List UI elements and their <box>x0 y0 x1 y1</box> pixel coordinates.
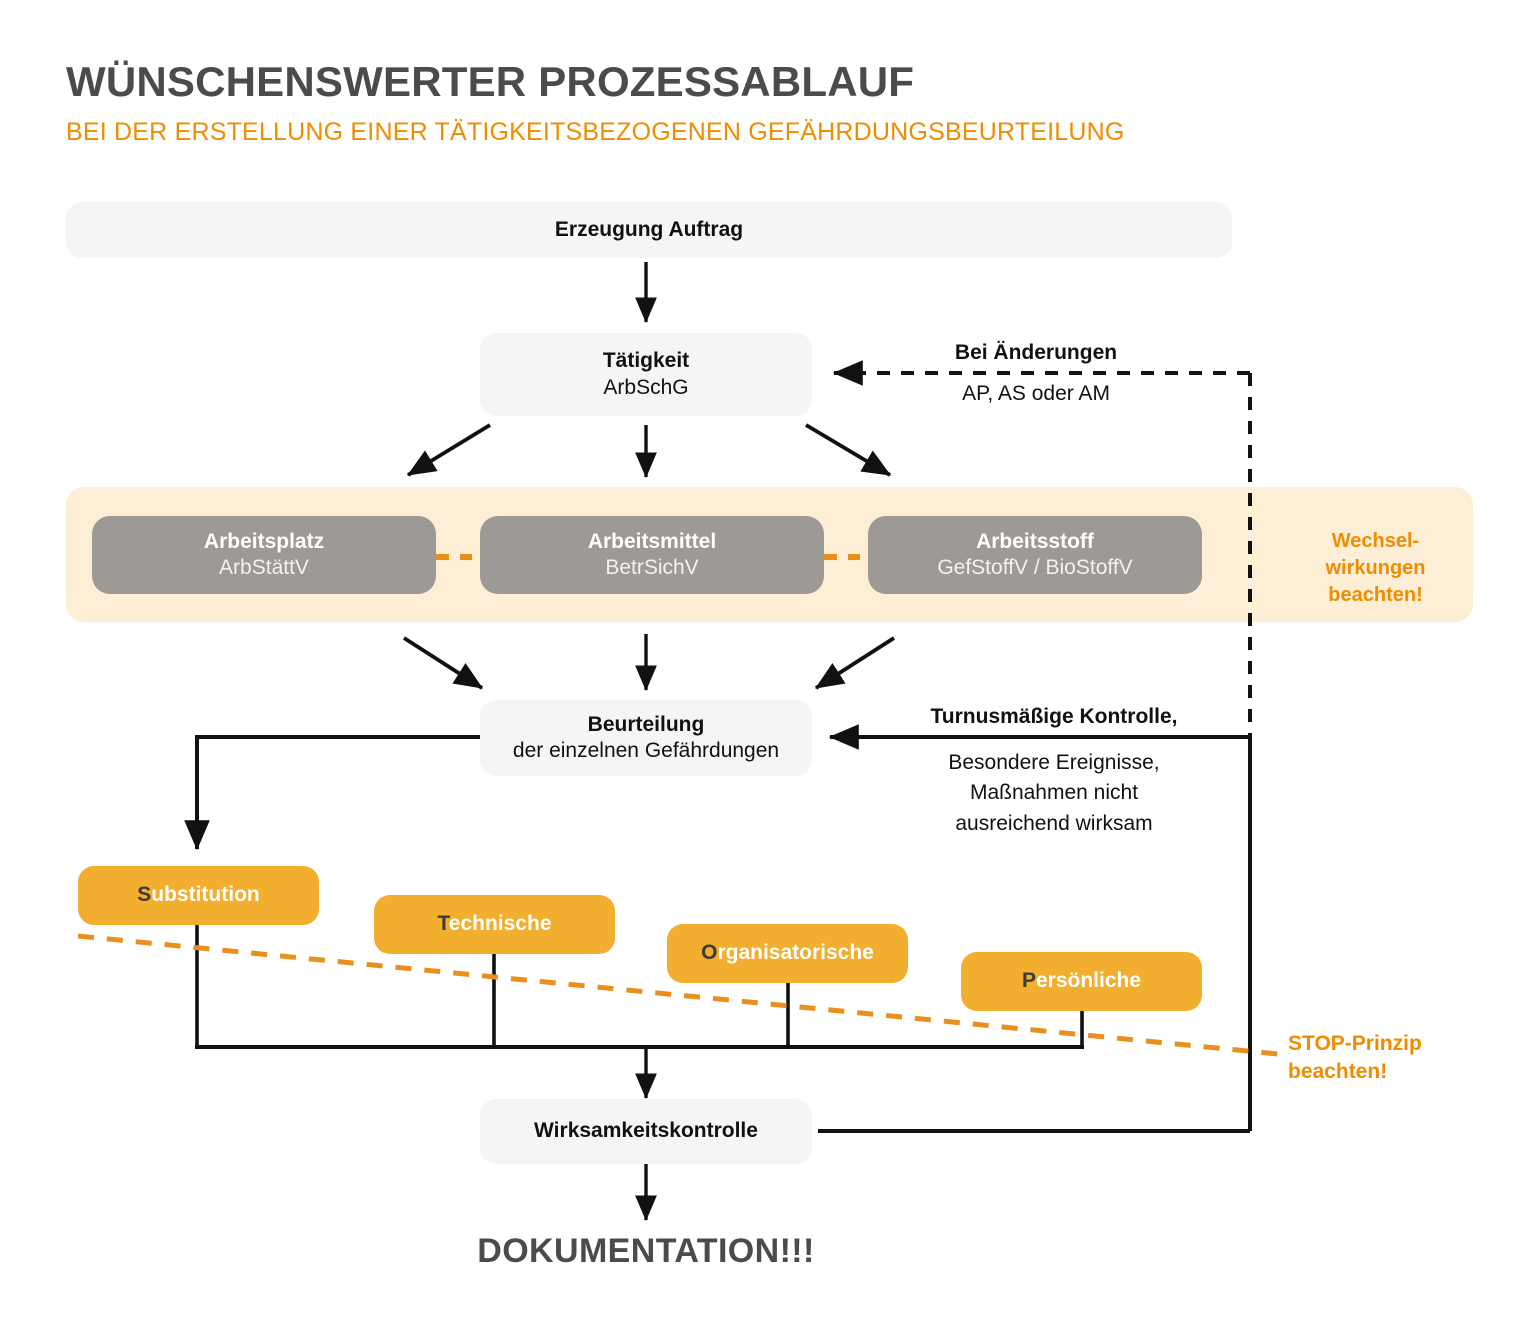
measure-rest: rganisatorische <box>717 941 874 965</box>
node-wirksamkeitskontrolle[interactable]: Wirksamkeitskontrolle <box>480 1099 812 1164</box>
measure-initial: O <box>701 941 718 965</box>
measure-organisatorische[interactable]: Organisatorische <box>667 924 908 983</box>
measure-persoenliche[interactable]: Persönliche <box>961 952 1202 1011</box>
stop-prinzip-label: STOP-Prinzip beachten! <box>1288 1032 1422 1084</box>
node-sublabel: GefStoffV / BioStoffV <box>937 556 1133 579</box>
measure-initial: P <box>1021 969 1036 993</box>
node-dokumentation: DOKUMENTATION!!! <box>477 1232 815 1270</box>
node-sublabel: ArbStättV <box>219 556 309 579</box>
node-taetigkeit[interactable]: Tätigkeit ArbSchG <box>480 333 812 416</box>
measure-rest: ubstitution <box>151 883 260 907</box>
node-sublabel: ArbSchG <box>603 375 689 399</box>
node-sublabel: BetrSichV <box>605 556 699 579</box>
measure-technische[interactable]: Technische <box>374 895 615 954</box>
measure-label: Organisatorische <box>701 940 874 966</box>
node-label: Arbeitsmittel <box>587 529 717 553</box>
node-label: Beurteilung <box>587 712 705 736</box>
measure-substitution[interactable]: Substitution <box>78 866 319 925</box>
node-label: Arbeitsplatz <box>203 529 325 553</box>
node-label: Erzeugung Auftrag <box>554 217 744 241</box>
wechselwirkungen-label: Wechsel- wirkungen beachten! <box>1325 530 1426 606</box>
measure-rest: echnische <box>448 912 552 936</box>
turnus-kontrolle-title: Turnusmäßige Kontrolle, <box>930 705 1178 728</box>
turnus-kontrolle-sub: Besondere Ereignisse, Maßnahmen nicht au… <box>948 751 1160 835</box>
node-label: Arbeitsstoff <box>976 529 1094 553</box>
measure-label: Substitution <box>137 882 259 908</box>
node-erzeugung-auftrag[interactable]: Erzeugung Auftrag <box>66 202 1232 258</box>
bei-aenderungen-sub: AP, AS oder AM <box>962 382 1110 405</box>
page-subtitle: BEI DER ERSTELLUNG EINER TÄTIGKEITSBEZOG… <box>66 118 1125 146</box>
node-beurteilung[interactable]: Beurteilung der einzelnen Gefährdungen <box>480 700 812 776</box>
node-label: Tätigkeit <box>602 349 690 373</box>
measure-label: Persönliche <box>1022 968 1141 994</box>
bei-aenderungen-title: Bei Änderungen <box>954 341 1118 364</box>
node-arbeitsplatz[interactable]: Arbeitsplatz ArbStättV <box>92 516 436 594</box>
node-sublabel: der einzelnen Gefährdungen <box>512 739 780 762</box>
node-label: Wirksamkeitskontrolle <box>534 1119 758 1143</box>
node-arbeitsstoff[interactable]: Arbeitsstoff GefStoffV / BioStoffV <box>868 516 1202 594</box>
node-arbeitsmittel[interactable]: Arbeitsmittel BetrSichV <box>480 516 824 594</box>
measure-label: Technische <box>438 911 552 937</box>
measure-rest: ersönliche <box>1035 969 1142 993</box>
measure-initial: S <box>137 883 152 907</box>
measure-initial: T <box>437 912 449 936</box>
page-title: WÜNSCHENSWERTER PROZESSABLAUF <box>66 58 915 105</box>
